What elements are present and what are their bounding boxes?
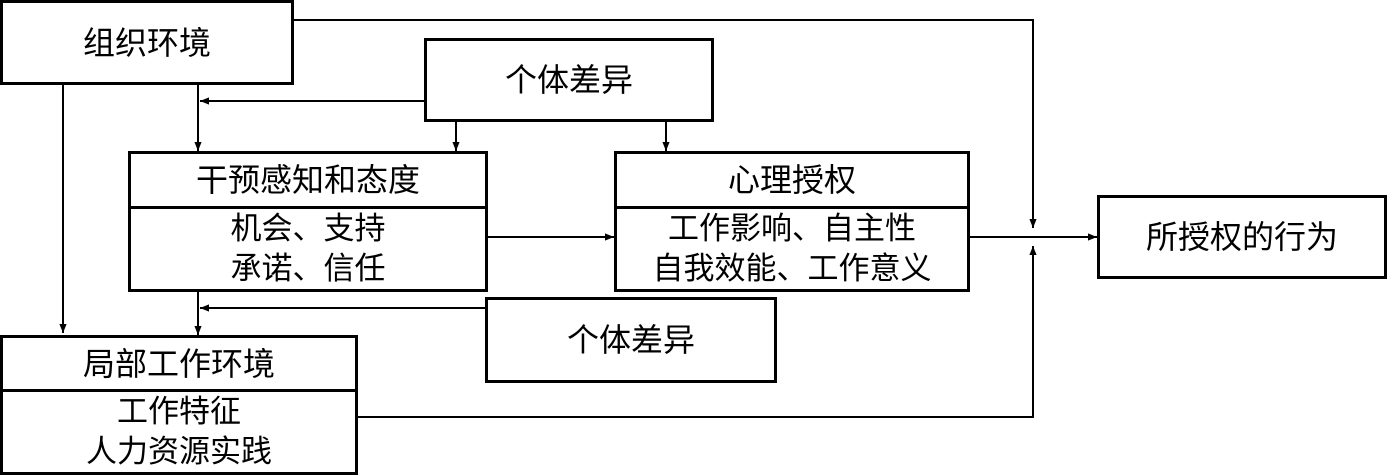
- local-env-body: 工作特征 人力资源实践: [3, 392, 355, 472]
- edge-local-env-to-behavior: [356, 246, 1037, 418]
- intervention-line-2: 承诺、信任: [230, 251, 386, 287]
- psych-empowerment-body: 工作影响、自主性 自我效能、工作意义: [617, 209, 967, 289]
- intervention-title: 干预感知和态度: [195, 161, 420, 199]
- psych-empowerment-box: 心理授权 工作影响、自主性 自我效能、工作意义: [614, 151, 970, 292]
- org-env-box: 组织环境: [0, 0, 294, 85]
- empowered-behavior-box: 所授权的行为: [1097, 195, 1387, 279]
- local-env-line-2: 人力资源实践: [86, 434, 272, 470]
- local-env-line-1: 工作特征: [117, 394, 241, 430]
- org-env-label: 组织环境: [82, 23, 211, 62]
- psych-empowerment-line-1: 工作影响、自主性: [668, 211, 916, 247]
- empowered-behavior-label: 所授权的行为: [1145, 218, 1338, 256]
- psych-empowerment-line-2: 自我效能、工作意义: [652, 251, 932, 287]
- edge-org-env-to-behavior: [292, 19, 1037, 228]
- indiv-diff-mid-box: 个体差异: [485, 297, 777, 383]
- psych-empowerment-title-cell: 心理授权: [617, 154, 967, 209]
- local-env-box: 局部工作环境 工作特征 人力资源实践: [0, 335, 358, 475]
- indiv-diff-top-box: 个体差异: [424, 38, 714, 122]
- local-env-title-cell: 局部工作环境: [3, 338, 355, 392]
- intervention-title-cell: 干预感知和态度: [131, 154, 485, 209]
- local-env-title: 局部工作环境: [82, 344, 275, 383]
- intervention-body: 机会、支持 承诺、信任: [131, 209, 485, 289]
- psych-empowerment-title: 心理授权: [727, 161, 856, 199]
- indiv-diff-mid-label: 个体差异: [566, 321, 695, 359]
- intervention-line-1: 机会、支持: [230, 211, 386, 247]
- indiv-diff-top-label: 个体差异: [504, 61, 633, 99]
- intervention-box: 干预感知和态度 机会、支持 承诺、信任: [128, 151, 488, 292]
